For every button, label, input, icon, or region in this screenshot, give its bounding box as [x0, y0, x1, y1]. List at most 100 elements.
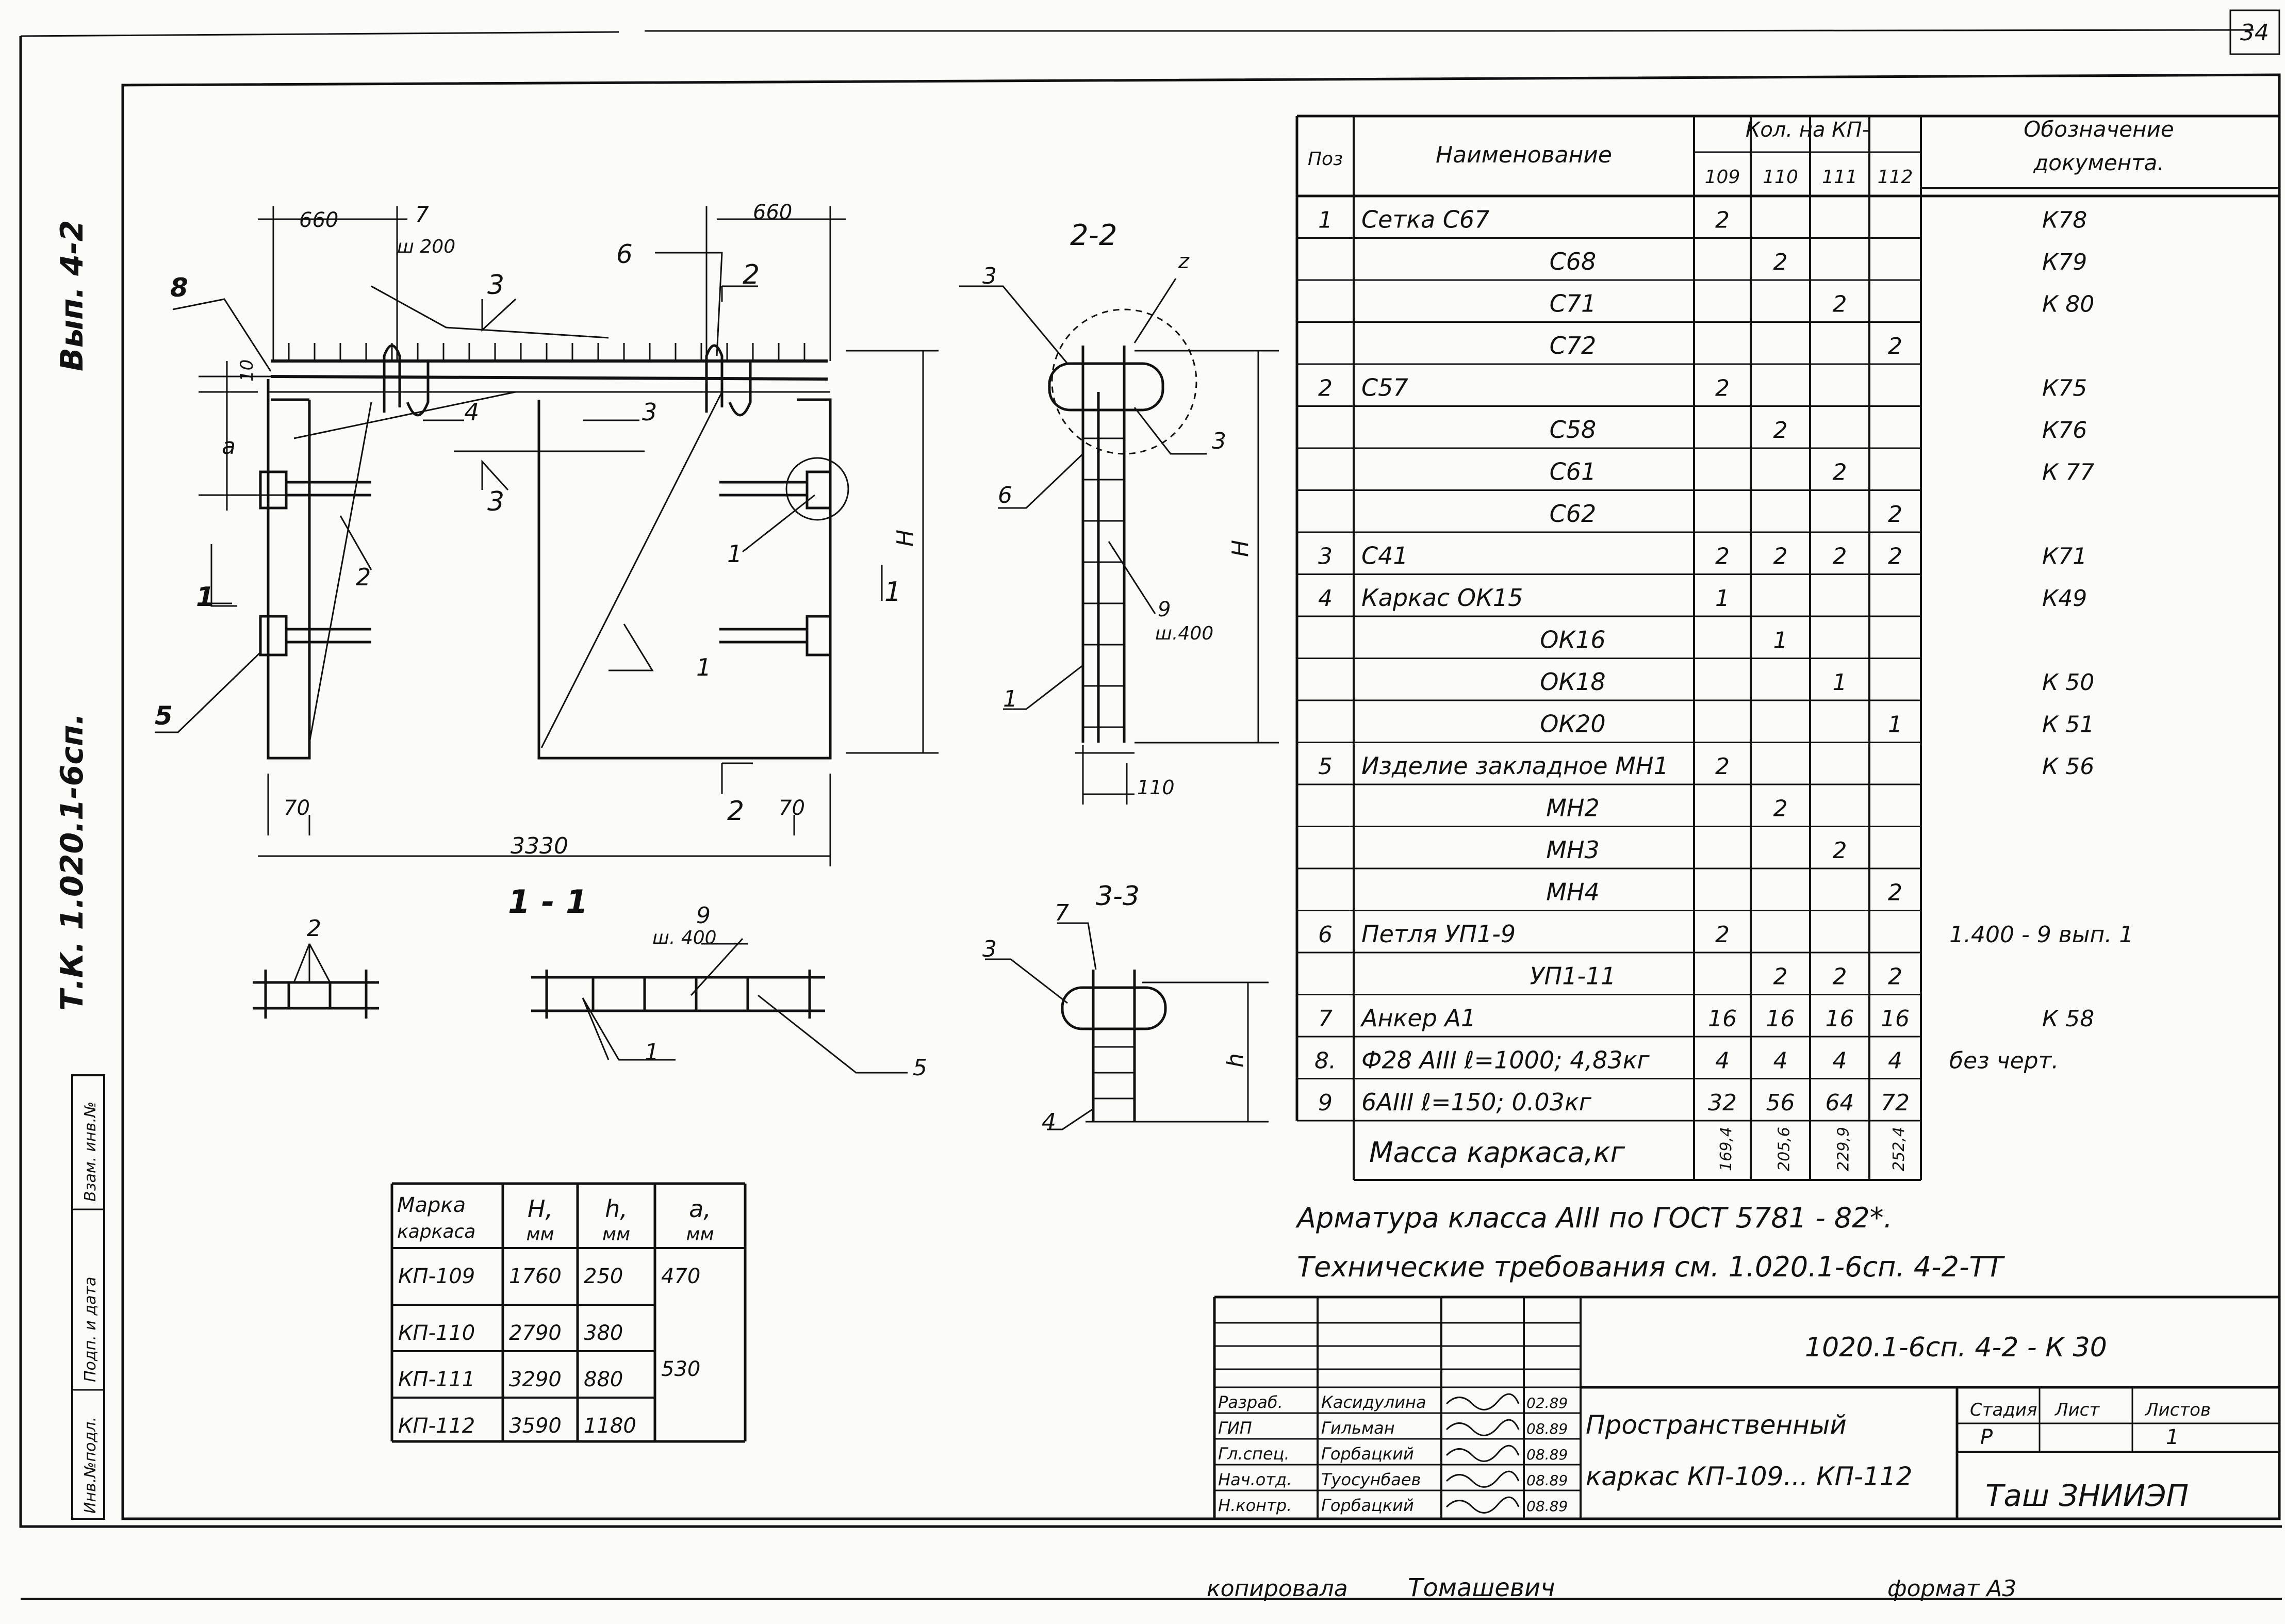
pos-2-plan: 2: [307, 915, 321, 942]
pos-1-front-a: 1: [727, 540, 742, 568]
spec-row-doc: К 77: [2042, 460, 2094, 486]
spec-header-kp-112: 112: [1878, 167, 1913, 188]
spec-row-name: УП1-11: [1530, 962, 1616, 990]
tb-signature: [1445, 1496, 1520, 1514]
tb-role: Нач.отд.: [1218, 1470, 1292, 1489]
pos-z-s22: z: [1178, 250, 1190, 273]
page-number: 34: [2240, 20, 2269, 46]
spec-header-name: Наименование: [1436, 142, 1612, 168]
spec-row-name: Сетка С67: [1361, 206, 1489, 234]
spec-row-name: Петля УП1-9: [1361, 920, 1516, 948]
spec-row-qty: 2: [1888, 501, 1902, 528]
copier-name: Томашевич: [1408, 1573, 1555, 1602]
spec-row-qty: 16: [1826, 1006, 1854, 1032]
tb-role: Н.контр.: [1218, 1496, 1292, 1515]
ptable-cell: КП-112: [398, 1414, 475, 1438]
dim-sh400-plan: ш. 400: [652, 927, 717, 948]
dim-9-s22: 9: [1158, 598, 1171, 621]
pos-3-front: 3: [642, 398, 657, 426]
spec-row-name: МН3: [1546, 836, 1600, 864]
copied-label: копировала: [1207, 1576, 1348, 1602]
ptable-h-mark-2: каркаса: [397, 1221, 475, 1242]
spec-header-doc-2: документа.: [2033, 150, 2164, 175]
cut-1-left: 1: [196, 582, 215, 613]
format-label: формат А3: [1887, 1576, 2016, 1602]
dim-H-front: Н: [892, 530, 918, 547]
dim-sh400-s22: ш.400: [1155, 623, 1213, 644]
section-1-1-labels: 2 1 5 9 ш. 400: [307, 903, 927, 1081]
spec-row-name: Каркас ОК15: [1361, 584, 1523, 612]
spec-row-name: МН4: [1546, 878, 1600, 906]
tb-name: Горбацкий: [1321, 1444, 1414, 1464]
spec-row-name: С72: [1550, 332, 1597, 359]
tb-signature: [1445, 1445, 1520, 1462]
spec-row-doc: К79: [2042, 249, 2087, 275]
dim-3330: 3330: [511, 833, 568, 859]
tb-date: 08.89: [1526, 1498, 1568, 1515]
dim-a: а: [222, 433, 236, 460]
spec-row-qty: 2: [1888, 964, 1902, 990]
inner-frame: [121, 73, 2281, 1520]
spec-row-qty: 2: [1888, 880, 1902, 906]
spec-row-name: ОК16: [1540, 626, 1605, 654]
spec-row-name: С61: [1550, 458, 1597, 486]
spec-row-doc: К 50: [2042, 669, 2094, 696]
spec-row-qty: 2: [1833, 964, 1847, 990]
tb-name: Туосунбаев: [1321, 1470, 1421, 1489]
spec-row-doc: 1.400 - 9 вып. 1: [1949, 922, 2133, 948]
spec-row-doc: К78: [2042, 207, 2087, 234]
spec-header-kp-110: 110: [1763, 167, 1798, 188]
spec-row-name: Изделие закладное МН1: [1361, 752, 1669, 780]
dim-70-left: 70: [284, 796, 310, 820]
spec-row-qty: 1: [1833, 669, 1847, 696]
ptable-h-3-a: а,: [689, 1195, 711, 1223]
ptable-cell: 250: [584, 1265, 623, 1288]
spec-row-name: Ф28 АIII ℓ=1000; 4,83кг: [1361, 1046, 1650, 1074]
pos-5-front: 5: [155, 701, 173, 731]
ptable-cell: 3590: [509, 1414, 562, 1438]
section-3-3-labels: 3-3 7 3 4 h: [982, 881, 1248, 1135]
spec-row-doc: К75: [2042, 375, 2087, 402]
tb-title-1: Пространственный: [1586, 1410, 1847, 1440]
spec-row-qty: 2: [1773, 249, 1788, 275]
tb-doc-code: 1020.1-6сп. 4-2 - К 30: [1805, 1332, 2107, 1363]
front-view: [259, 343, 849, 760]
section-2-2-labels: 2-2 3 z 3 6 9 ш.400 1 110 Н: [982, 219, 1254, 799]
spec-row-doc: К 80: [2042, 291, 2094, 318]
ptable-cell: 1180: [584, 1414, 636, 1438]
side-cell-1: Инв.№подл.: [81, 1417, 100, 1514]
ptable-h-1-a: Н,: [528, 1195, 553, 1223]
cut-2-bottom: 2: [727, 796, 744, 827]
spec-row-qty: 32: [1708, 1090, 1737, 1116]
ptable-cell: КП-111: [398, 1368, 475, 1391]
spec-mass-value: 229,9: [1835, 1127, 1853, 1171]
cut-1-right: 1: [884, 577, 901, 608]
dim-H-s22: Н: [1227, 540, 1254, 557]
tb-date: 08.89: [1526, 1446, 1568, 1463]
ptable-h-2-a: h,: [605, 1195, 628, 1223]
ptable-h-mark-1: Марка: [397, 1193, 466, 1217]
side-stamp: Вып. 4-2 Т.К. 1.020.1-6сп. Инв.№подл. По…: [54, 220, 105, 1520]
tb-date: 08.89: [1526, 1472, 1568, 1489]
section-3-3-title: 3-3: [1096, 881, 1140, 912]
spec-mass-label: Масса каркаса,кг: [1369, 1136, 1625, 1169]
spec-row-qty: 2: [1833, 460, 1847, 486]
spec-row-qty: 2: [1773, 417, 1788, 444]
spec-row-name: С57: [1361, 374, 1408, 402]
pos-1-plan: 1: [645, 1039, 659, 1065]
side-series: Т.К. 1.020.1-6сп.: [54, 713, 90, 1011]
pos-3-s22-a: 3: [982, 263, 997, 289]
ptable-cell: 530: [661, 1357, 700, 1381]
spec-row-qty: 2: [1715, 375, 1730, 402]
tb-name: Касидулина: [1321, 1392, 1426, 1412]
cut-2-top: 2: [743, 259, 760, 290]
ptable-cell: КП-110: [398, 1321, 475, 1345]
dim-10: 10: [237, 359, 257, 382]
section-1-1-title: 1 - 1: [508, 883, 588, 921]
section-2-2: [959, 278, 1279, 805]
tb-name: Горбацкий: [1321, 1496, 1414, 1515]
spec-row-name: С62: [1550, 500, 1597, 528]
spec-row-qty: 56: [1766, 1090, 1795, 1116]
